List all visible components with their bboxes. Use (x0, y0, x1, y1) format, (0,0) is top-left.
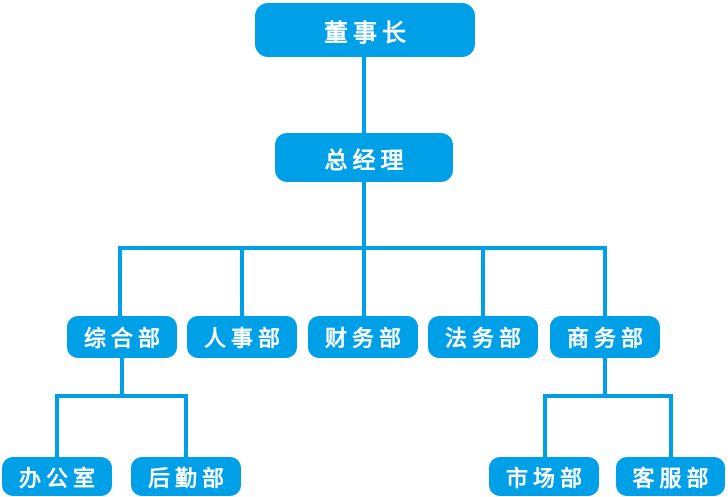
connector-business-stem (603, 357, 607, 398)
org-node-customer-service-label: 客服部 (632, 465, 714, 491)
org-node-chairman-label: 董事长 (324, 19, 411, 47)
connector-business-rail (543, 394, 673, 398)
org-node-general-affairs-label: 综合部 (83, 326, 165, 351)
org-node-marketing: 市场部 (489, 457, 599, 496)
org-node-business-label: 商务部 (566, 326, 648, 351)
connector-drop-general-affairs (118, 246, 122, 316)
org-node-office: 办公室 (2, 457, 112, 496)
org-node-hr: 人事部 (187, 316, 297, 358)
org-node-logistics-label: 后勤部 (147, 465, 229, 491)
connector-drop-customer-service (669, 394, 673, 458)
org-node-logistics: 后勤部 (131, 457, 241, 496)
org-node-marketing-label: 市场部 (505, 465, 587, 491)
org-node-chairman: 董事长 (255, 3, 475, 57)
org-node-customer-service: 客服部 (616, 457, 725, 496)
connector-drop-business (603, 246, 607, 316)
org-node-general-affairs: 综合部 (67, 316, 177, 358)
org-node-finance-label: 财务部 (324, 326, 406, 351)
connector-drop-hr (240, 246, 244, 316)
org-node-business: 商务部 (550, 316, 660, 358)
connector-departments-rail (118, 246, 607, 250)
connector-drop-office (55, 394, 59, 458)
org-node-finance: 财务部 (308, 316, 418, 358)
connector-drop-logistics (184, 394, 188, 458)
connector-general-affairs-stem (120, 357, 124, 398)
connector-general-affairs-rail (55, 394, 188, 398)
org-node-legal: 法务部 (428, 316, 538, 358)
org-node-legal-label: 法务部 (444, 326, 526, 351)
connector-drop-legal (481, 246, 485, 316)
org-node-general-manager-label: 总经理 (324, 146, 409, 173)
org-node-office-label: 办公室 (18, 465, 100, 491)
org-node-hr-label: 人事部 (203, 326, 285, 351)
org-node-general-manager: 总经理 (275, 133, 453, 182)
connector-drop-marketing (543, 394, 547, 458)
connector-chairman-gm (362, 56, 366, 134)
